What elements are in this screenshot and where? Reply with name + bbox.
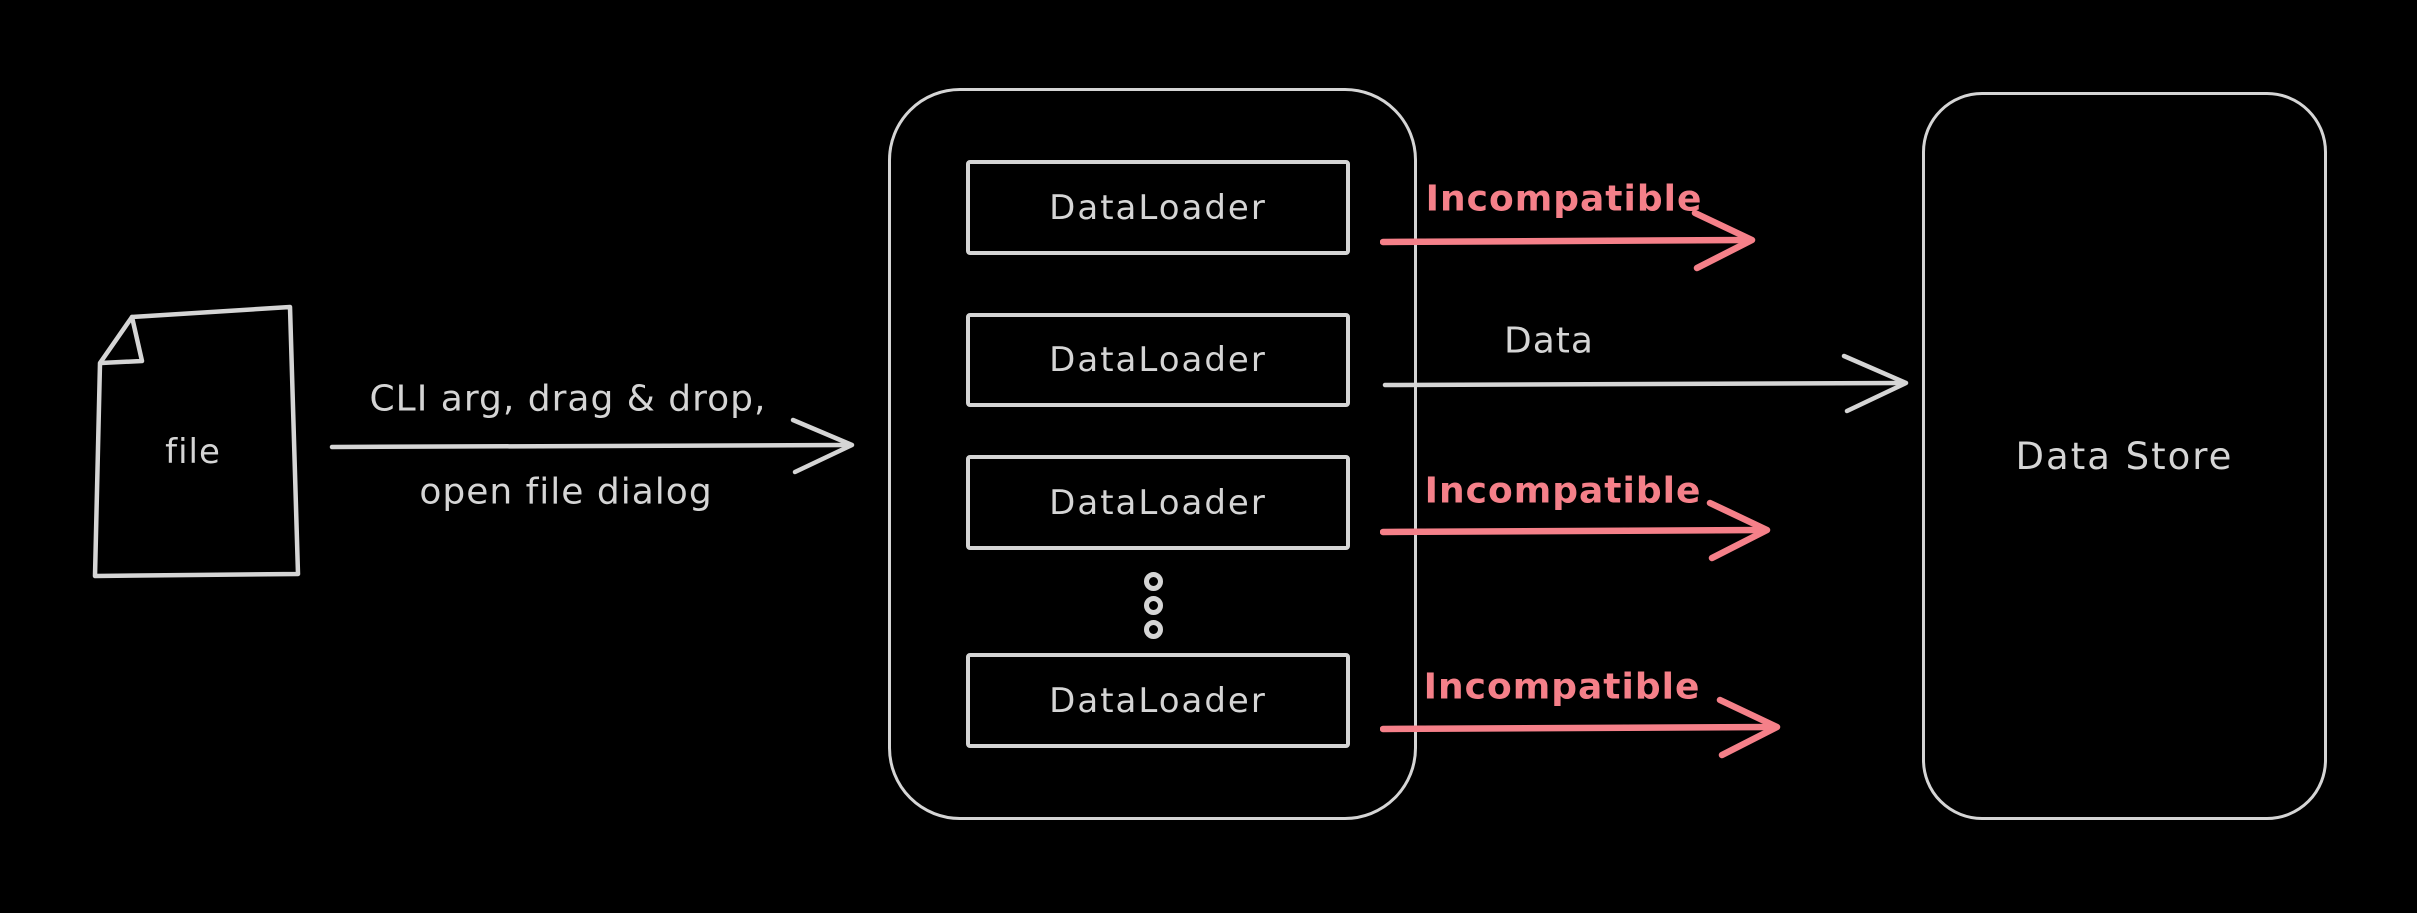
ellipsis-dot (1144, 596, 1163, 615)
incompatible-arrow-2 (1380, 499, 1771, 562)
data-arrow (1382, 353, 1909, 414)
incompatible-arrow-3 (1380, 696, 1781, 759)
ellipsis-dots-icon (1144, 572, 1163, 640)
dataloader-box-3: DataLoader (966, 455, 1350, 550)
input-arrow-label-top: CLI arg, drag & drop, (369, 378, 767, 420)
dataloader-label: DataLoader (1049, 680, 1267, 721)
data-store-box: Data Store (1922, 92, 2327, 820)
data-label: Data (1504, 320, 1594, 362)
file-icon (92, 304, 301, 579)
incompatible-arrow-1 (1380, 209, 1756, 272)
ellipsis-dot (1144, 572, 1163, 591)
incompatible-label-3: Incompatible (1423, 666, 1701, 708)
dataloader-label: DataLoader (1049, 482, 1267, 523)
dataloader-box-2: DataLoader (966, 313, 1350, 407)
dataloader-box-1: DataLoader (966, 160, 1350, 255)
file-label: file (165, 432, 221, 472)
input-arrow-label-bottom: open file dialog (419, 471, 713, 513)
incompatible-label-1: Incompatible (1425, 178, 1703, 220)
data-store-label: Data Store (2015, 434, 2234, 478)
input-arrow (329, 417, 855, 475)
dataloader-box-4: DataLoader (966, 653, 1350, 748)
loaders-container (888, 88, 1417, 820)
dataloader-label: DataLoader (1049, 340, 1267, 380)
ellipsis-dot (1144, 620, 1163, 639)
incompatible-label-2: Incompatible (1424, 470, 1702, 512)
dataloader-label: DataLoader (1049, 187, 1267, 228)
